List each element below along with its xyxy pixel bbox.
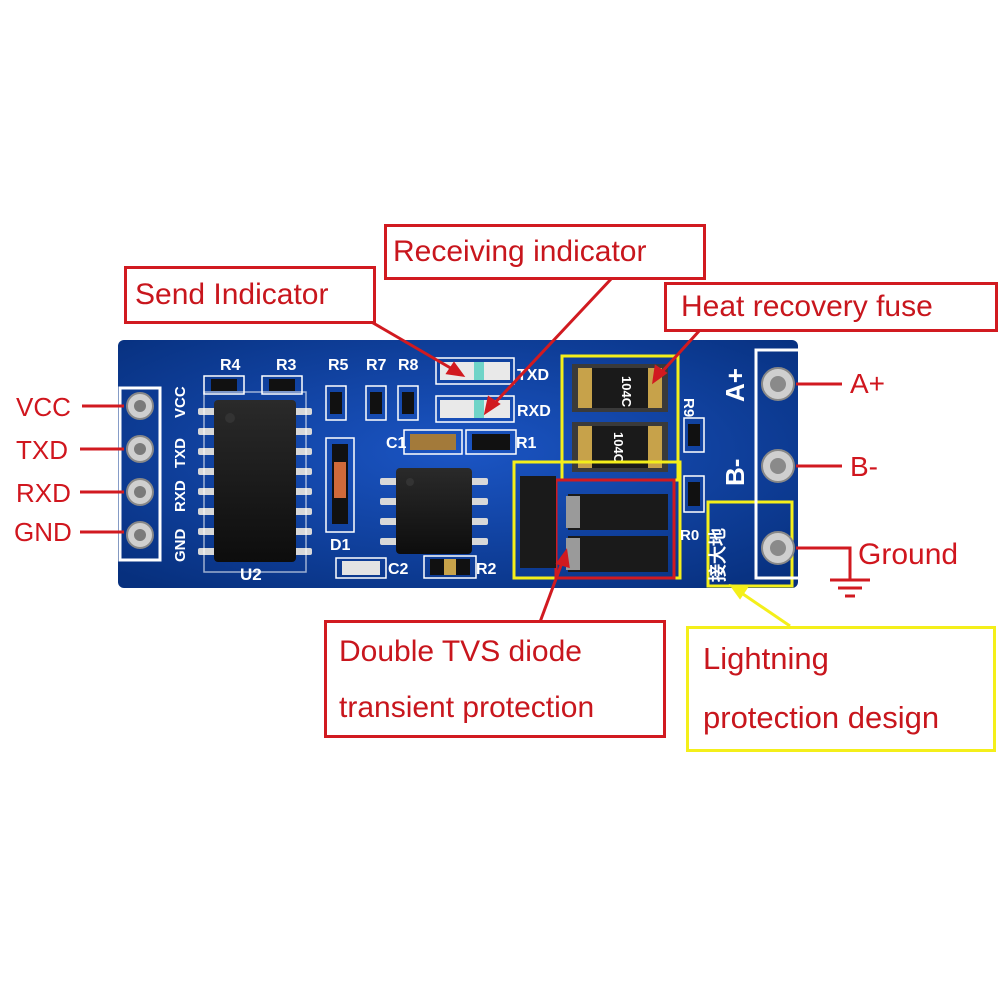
silk-vcc: VCC: [172, 386, 189, 418]
silk-rxd: RXD: [172, 480, 189, 512]
r0-resistor: [683, 475, 705, 513]
terminal-label-ground: Ground: [858, 538, 959, 571]
header-pins: [126, 392, 154, 549]
r4-resistor: [203, 375, 245, 395]
terminal-pads: [761, 367, 795, 565]
silk-a-plus: A+: [720, 368, 750, 402]
silk-d1: D1: [330, 537, 351, 554]
d1-diode: [325, 437, 355, 533]
callout-receiving-indicator: Receiving indicator: [384, 224, 706, 280]
pin-label-rxd: RXD: [16, 478, 71, 508]
callout-lightning-line2: protection design: [703, 700, 940, 735]
callout-heat-recovery-fuse: Heat recovery fuse: [664, 282, 998, 332]
pin-label-vcc: VCC: [16, 392, 71, 422]
left-pin-leaders: [80, 404, 124, 534]
c1-capacitor: [403, 429, 463, 455]
r2-resistor: [423, 555, 477, 579]
r9-resistor: [683, 417, 705, 453]
callout-tvs-line2: transient protection: [339, 691, 595, 724]
callout-lightning-line1: Lightning: [703, 641, 829, 676]
silk-r7: R7: [366, 357, 387, 374]
silk-r5: R5: [328, 357, 349, 374]
soic8-chip: [380, 468, 488, 554]
silk-rxd-led: RXD: [517, 403, 551, 420]
fuse-bottom-marking: 104C: [611, 432, 626, 464]
r7-resistor: [365, 385, 387, 421]
callout-arrows: [367, 276, 702, 623]
callout-lightning-protection: Lightning protection design: [686, 626, 996, 752]
silk-r0: R0: [680, 527, 699, 544]
silk-r3: R3: [276, 357, 297, 374]
terminal-outline: [754, 348, 802, 580]
header-outline: [118, 386, 162, 562]
ground-symbol: [830, 578, 870, 598]
terminal-label-b-minus: B-: [850, 451, 878, 482]
silk-b-minus: B-: [720, 459, 750, 486]
silk-txd: TXD: [172, 438, 189, 468]
tvs-diode-left: [520, 476, 556, 568]
right-pin-leaders: [796, 382, 852, 580]
silk-r8: R8: [398, 357, 419, 374]
silk-c2: C2: [388, 561, 409, 578]
r8-resistor: [397, 385, 419, 421]
silk-u2: U2: [240, 565, 262, 584]
fuse-bottom: [572, 422, 668, 472]
tvs-diode-bottom: [566, 536, 668, 572]
callout-tvs-diode: Double TVS diode transient protection: [324, 620, 666, 738]
silk-r2: R2: [476, 561, 497, 578]
pin-label-gnd: GND: [14, 517, 72, 547]
r1-resistor: [465, 429, 517, 455]
lightning-arrow: [728, 584, 791, 628]
fuse-top-marking: 104C: [619, 376, 634, 408]
r5-resistor: [325, 385, 347, 421]
r3-resistor: [261, 375, 303, 395]
silk-gnd: GND: [172, 529, 189, 563]
silk-ground-chinese: 接大地: [707, 528, 728, 582]
callout-send-indicator: Send Indicator: [124, 266, 376, 324]
fuse-top: [572, 364, 668, 412]
pin-label-txd: TXD: [16, 435, 68, 465]
u2-outline: [203, 391, 307, 573]
callout-tvs-line1: Double TVS diode: [339, 635, 582, 668]
silk-r9: R9: [680, 398, 697, 417]
c2-capacitor: [335, 557, 387, 579]
silk-r4: R4: [220, 357, 241, 374]
u2-chip: [198, 400, 312, 562]
silk-c1: C1: [386, 435, 407, 452]
tvs-diode-top: [566, 494, 668, 530]
silk-r1: R1: [516, 435, 537, 452]
terminal-label-a-plus: A+: [850, 368, 886, 399]
